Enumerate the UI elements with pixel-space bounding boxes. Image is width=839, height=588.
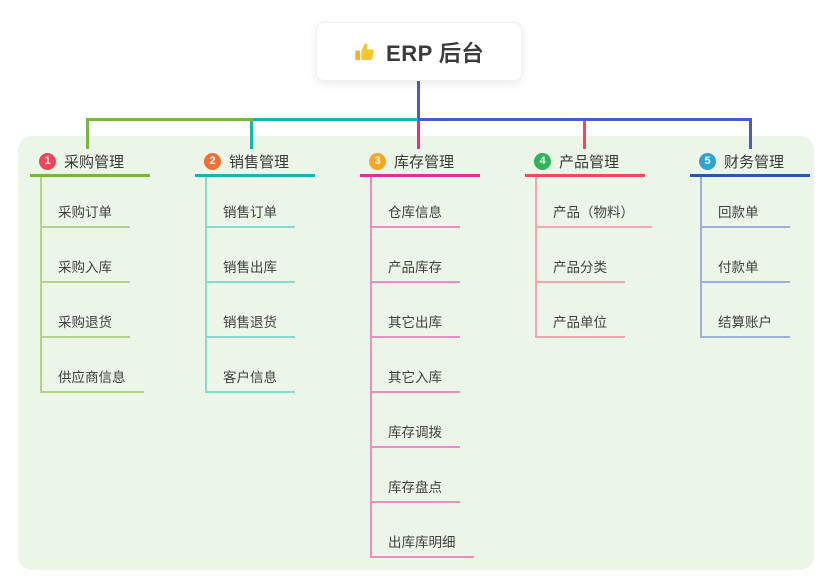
child-node[interactable]: 采购入库 [42,228,130,283]
child-node[interactable]: 回款单 [702,177,790,228]
trunk-line-left [86,118,253,121]
branch-1: 1 采购管理采购订单采购入库采购退货供应商信息 [30,148,150,393]
child-node[interactable]: 库存盘点 [372,448,460,503]
branch-header-4[interactable]: 4 产品管理 [525,148,645,177]
branch-drop-line-2 [250,121,253,149]
branch-label: 财务管理 [724,153,785,171]
child-node[interactable]: 产品单位 [537,283,625,338]
child-node[interactable]: 仓库信息 [372,177,460,228]
branch-drop-line-4 [583,121,586,149]
child-node[interactable]: 销售退货 [207,283,295,338]
root-drop-line [417,81,420,118]
child-node[interactable]: 结算账户 [702,283,790,338]
branch-label: 库存管理 [394,153,455,171]
child-node[interactable]: 供应商信息 [42,338,144,393]
child-node-label: 库存调拨 [388,425,442,440]
child-node-label: 采购入库 [58,260,112,275]
branch-number-badge: 3 [369,152,386,170]
child-node[interactable]: 其它出库 [372,283,460,338]
branch-number-badge: 2 [204,152,221,170]
child-node-label: 其它出库 [388,315,442,330]
child-node-label: 产品库存 [388,260,442,275]
child-node-label: 库存盘点 [388,480,442,495]
child-node[interactable]: 客户信息 [207,338,295,393]
branch-number-badge: 1 [39,152,56,170]
child-node[interactable]: 产品分类 [537,228,625,283]
child-node-label: 付款单 [718,260,759,275]
child-node-label: 产品分类 [553,260,607,275]
child-node[interactable]: 采购订单 [42,177,130,228]
child-node-label: 产品单位 [553,315,607,330]
child-node-label: 仓库信息 [388,205,442,220]
thumbs-up-icon [355,43,374,60]
trunk-line-right [418,118,752,121]
branch-label: 采购管理 [64,153,125,171]
branch-header-3[interactable]: 3 库存管理 [360,148,480,177]
child-node-label: 回款单 [718,205,759,220]
root-node[interactable]: ERP 后台 [316,22,522,81]
child-node-label: 产品（物料） [553,205,634,220]
branch-number-badge: 4 [534,152,551,170]
child-node[interactable]: 付款单 [702,228,790,283]
branch-header-5[interactable]: 5 财务管理 [690,148,810,177]
branch-children: 产品（物料） 产品分类产品单位 [535,177,652,338]
child-node-label: 客户信息 [223,370,277,385]
branch-header-2[interactable]: 2 销售管理 [195,148,315,177]
branch-drop-line-5 [749,121,752,149]
branch-children: 采购订单采购入库采购退货供应商信息 [40,177,144,393]
branch-label: 产品管理 [559,153,620,171]
child-node[interactable]: 采购退货 [42,283,130,338]
branch-children: 销售订单销售出库销售退货客户信息 [205,177,295,393]
branch-children: 仓库信息产品库存其它出库其它入库库存调拨库存盘点出库库明细 [370,177,474,558]
child-node[interactable]: 库存调拨 [372,393,460,448]
child-node[interactable]: 其它入库 [372,338,460,393]
child-node-label: 供应商信息 [58,370,126,385]
child-node-label: 其它入库 [388,370,442,385]
child-node-label: 结算账户 [718,315,772,330]
child-node[interactable]: 销售订单 [207,177,295,228]
child-node[interactable]: 销售出库 [207,228,295,283]
child-node-label: 销售订单 [223,205,277,220]
branch-drop-line-3 [417,121,420,149]
branch-header-1[interactable]: 1 采购管理 [30,148,150,177]
child-node[interactable]: 产品库存 [372,228,460,283]
branch-children: 回款单付款单结算账户 [700,177,790,338]
child-node-label: 采购订单 [58,205,112,220]
branch-4: 4 产品管理产品（物料） 产品分类产品单位 [525,148,652,338]
mindmap-panel [18,136,814,570]
root-node-label: ERP 后台 [386,40,484,66]
child-node-label: 采购退货 [58,315,112,330]
branch-drop-line-1 [86,121,89,149]
branch-2: 2 销售管理销售订单销售出库销售退货客户信息 [195,148,315,393]
child-node-label: 出库库明细 [388,535,456,550]
branch-5: 5 财务管理回款单付款单结算账户 [690,148,810,338]
child-node[interactable]: 产品（物料） [537,177,652,228]
child-node-label: 销售退货 [223,315,277,330]
trunk-line-middle [253,118,418,121]
child-node-label: 销售出库 [223,260,277,275]
branch-3: 3 库存管理仓库信息产品库存其它出库其它入库库存调拨库存盘点出库库明细 [360,148,480,558]
branch-number-badge: 5 [699,152,716,170]
child-node[interactable]: 出库库明细 [372,503,474,558]
branch-label: 销售管理 [229,153,290,171]
